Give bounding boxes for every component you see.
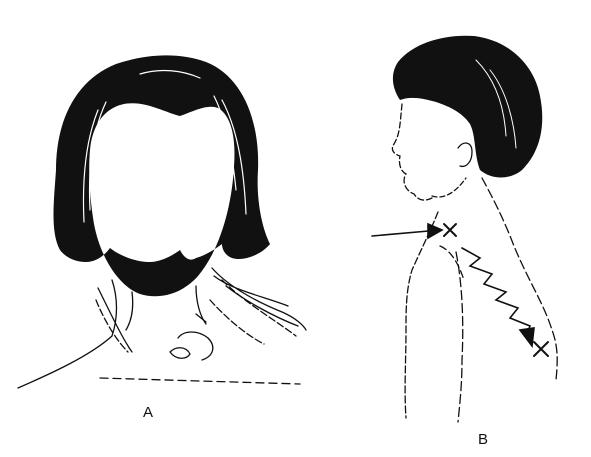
panel-b-label: B [478,432,488,447]
panel-b-ear [458,143,472,166]
panel-b-back [482,178,557,380]
panel-b-face-profile [392,104,432,200]
panel-b-arm [456,252,463,422]
panel-a-neck-detail [170,314,213,360]
panel-b-shoulder [440,246,464,280]
panel-a-hair [54,55,271,296]
panel-b-referred-pain-mark [534,342,548,356]
panel-b-hair [393,36,542,178]
panel-b-neck-front [405,212,438,418]
panel-a-chest-line [100,378,300,384]
panel-a-label: A [143,405,153,420]
panel-a-illustration [18,55,306,388]
panel-b-referred-pain-arrow [462,248,534,346]
panel-b-pointer-arrow [372,224,442,238]
panel-b-trigger-point-mark [444,224,456,236]
panel-b-jaw [432,178,466,197]
panel-b-illustration [372,36,557,422]
